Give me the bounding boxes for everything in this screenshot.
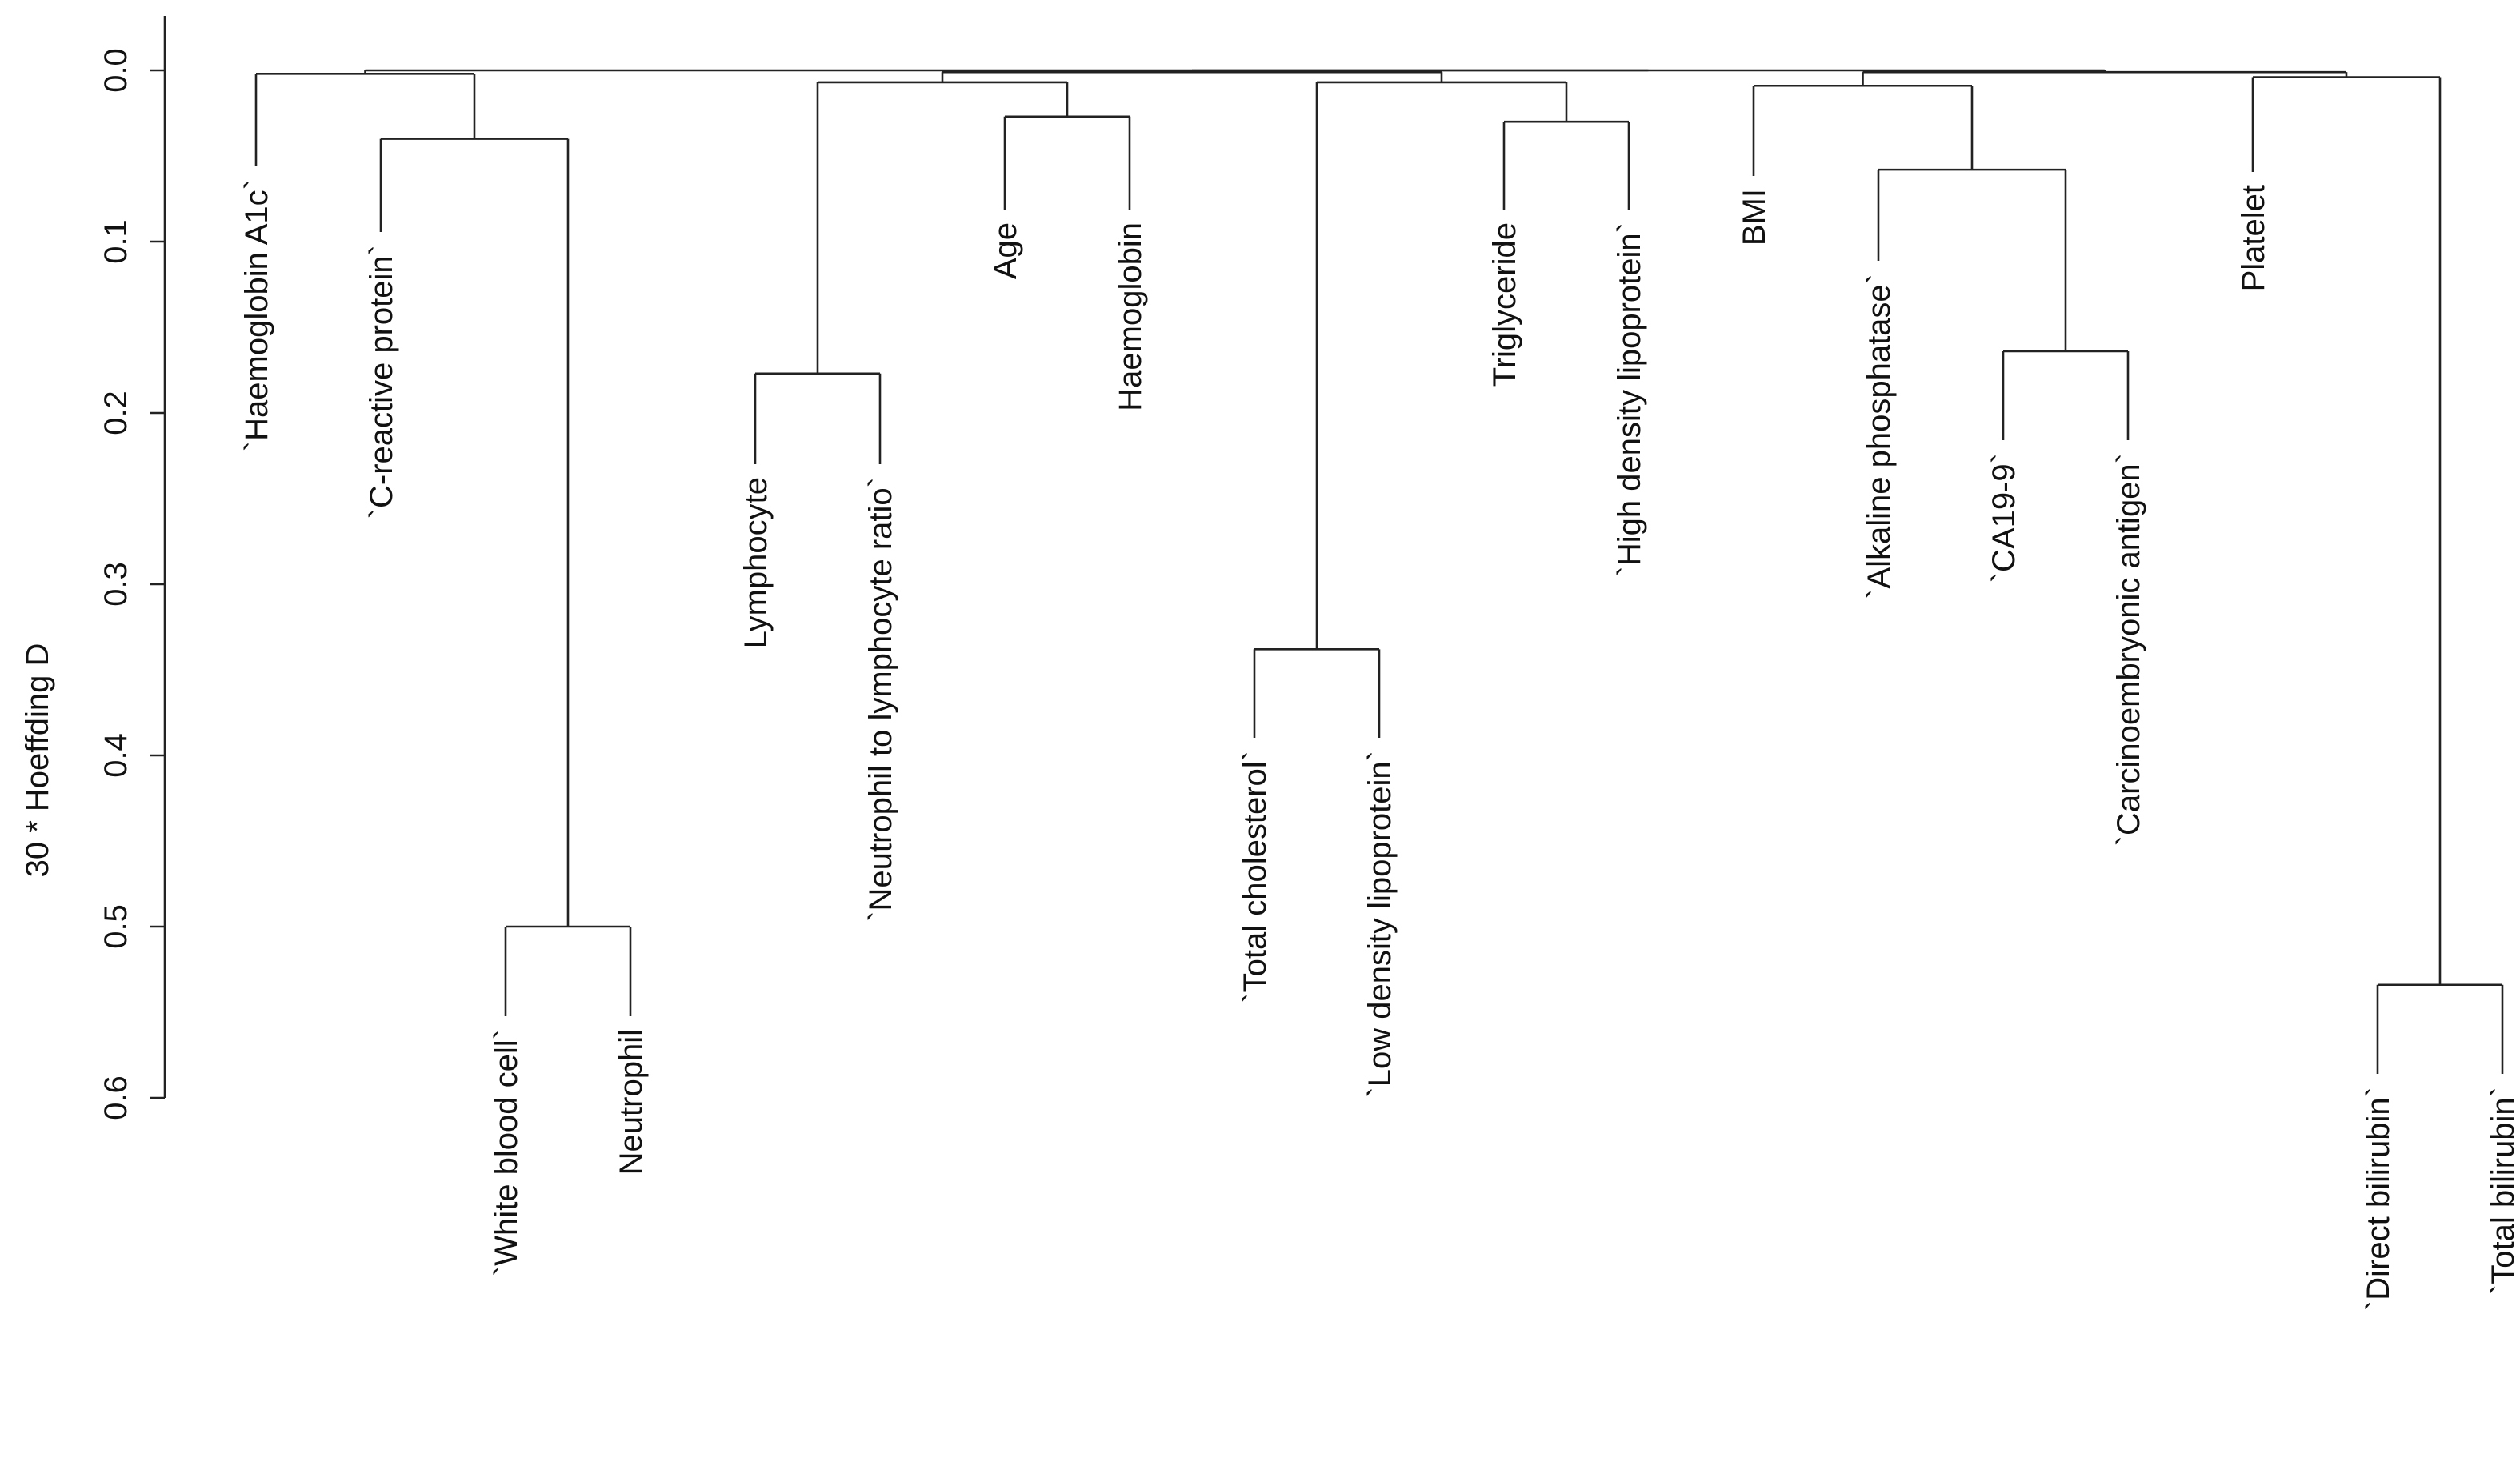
leaf-label: Age [988, 222, 1023, 279]
leaf-label: Triglyceride [1487, 222, 1522, 387]
leaf-label: `White blood cell` [489, 1029, 524, 1276]
leaf-label: Platelet [2236, 185, 2271, 291]
leaf-label: `Direct bilirubin` [2361, 1087, 2396, 1311]
leaf-label: `Carcinoembryonic antigen` [2111, 453, 2146, 846]
y-tick-label: 0.3 [98, 562, 134, 607]
y-tick-label: 0.0 [98, 48, 134, 93]
leaf-label: `CA19-9` [1986, 453, 2022, 583]
y-tick-label: 0.5 [98, 904, 134, 949]
y-tick-label: 0.1 [98, 219, 134, 264]
leaf-label: Neutrophil [614, 1029, 649, 1175]
leaf-label: Lymphocyte [738, 477, 774, 648]
y-axis: 0.0 0.1 0.2 0.3 0.4 0.5 0.6 [98, 16, 166, 1120]
dendrogram-branches [254, 69, 2504, 1074]
y-tick-label: 0.2 [98, 391, 134, 435]
leaf-label: BMI [1737, 189, 1772, 246]
leaf-label: Haemoglobin [1113, 222, 1148, 411]
leaf-label: `Low density lipoprotein` [1362, 751, 1398, 1098]
y-axis-title: 30 * Hoeffding D [20, 643, 55, 878]
leaf-label: `C-reactive protein` [364, 245, 399, 519]
leaf-label: `High density lipoprotein` [1612, 222, 1647, 576]
leaf-label: `Total bilirubin` [2486, 1087, 2520, 1295]
leaf-label: `Neutrophil to lymphocyte ratio` [863, 477, 898, 922]
leaf-label: `Haemoglobin A1c` [239, 179, 274, 451]
leaf-labels: `Haemoglobin A1c` `C-reactive protein` `Wh… [239, 179, 2520, 1311]
y-tick-label: 0.6 [98, 1075, 134, 1120]
y-tick-label: 0.4 [98, 733, 134, 778]
leaf-label: `Alkaline phosphatase` [1862, 274, 1897, 599]
leaf-label: `Total cholesterol` [1238, 751, 1273, 1003]
